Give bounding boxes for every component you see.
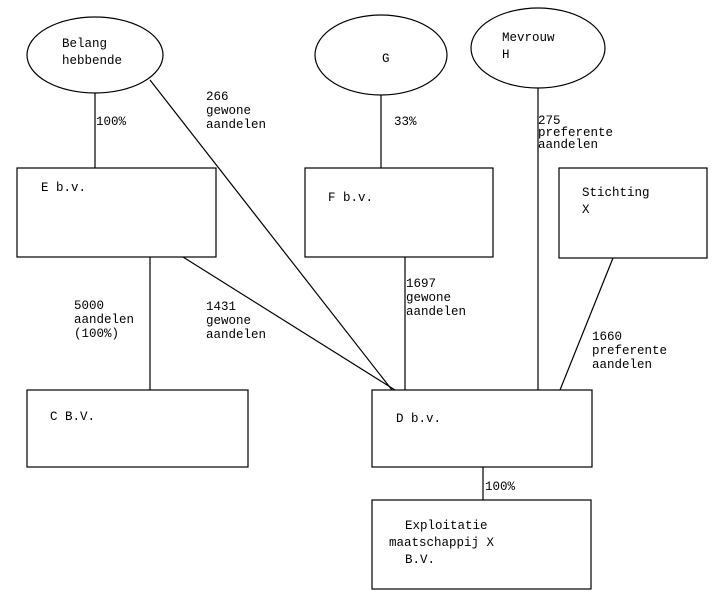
edge-e-d-label: 1431 gewone aandelen	[206, 300, 266, 342]
edge-e-c-label: 5000 aandelen (100%)	[74, 299, 142, 341]
node-belang-label: Belang hebbende	[62, 37, 122, 68]
node-belang-ellipse	[26, 16, 164, 94]
edge-f-d-label: 1697 gewone aandelen	[406, 277, 466, 319]
edge-g-f-label: 33%	[394, 115, 417, 129]
node-h-ellipse	[470, 7, 606, 89]
edge-x-d-label: 1660 preferente aandelen	[592, 330, 675, 372]
connector-belang-d	[149, 79, 393, 391]
node-f-box	[304, 167, 494, 258]
node-f-label: F b.v.	[328, 191, 373, 205]
connector-x-d	[559, 257, 614, 391]
node-labels: Belang hebbende G Mevrouw H E b.v. F b.v…	[41, 31, 657, 567]
node-e-box	[16, 167, 217, 258]
shapes	[16, 7, 708, 590]
node-e-label: E b.v.	[41, 181, 86, 195]
edge-belang-d-label: 266 gewone aandelen	[206, 90, 266, 132]
connectors	[94, 79, 614, 500]
node-h-label: Mevrouw H	[502, 31, 562, 62]
node-d-label: D b.v.	[396, 412, 441, 426]
node-g-ellipse	[314, 14, 448, 96]
connector-e-d	[182, 256, 396, 391]
edge-belang-e-label: 100%	[96, 115, 127, 129]
node-g-label: G	[382, 52, 390, 66]
edge-labels: 100% 266 gewone aandelen 33% 275 prefere…	[74, 90, 675, 494]
node-d-box	[371, 389, 593, 468]
node-stichting-label: Stichting X	[582, 186, 657, 217]
node-exploitatie-box	[371, 499, 592, 590]
node-stichting-box	[558, 167, 708, 259]
node-exploitatie-label: Exploitatie maatschappij X B.V.	[389, 519, 502, 567]
node-c-box	[26, 389, 249, 468]
edge-d-exploitatie-label: 100%	[485, 480, 516, 494]
node-c-label: C B.V.	[50, 410, 95, 424]
edge-h-d-label: 275 preferente aandelen	[538, 114, 621, 152]
